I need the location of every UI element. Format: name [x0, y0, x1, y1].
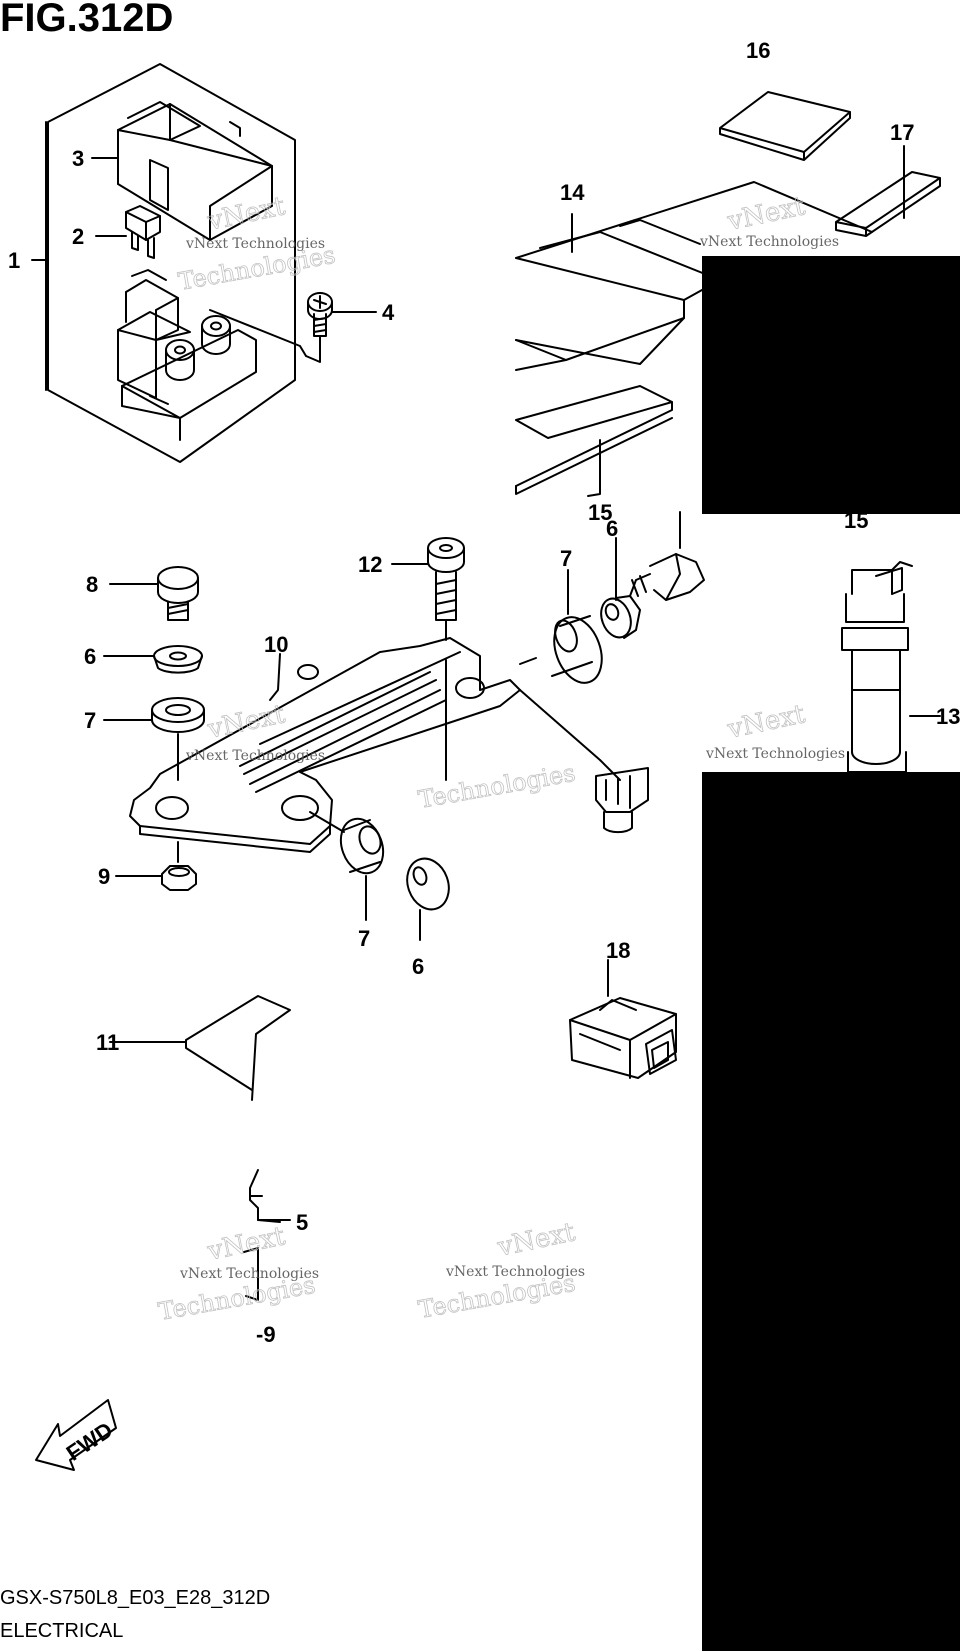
connector-18 — [569, 959, 677, 1079]
callout-6-left: 6 — [84, 644, 96, 669]
callout-2: 2 — [72, 224, 84, 249]
callout-7-left: 7 — [84, 708, 96, 733]
callout-15-left: 15 — [588, 500, 612, 525]
washer-6-top — [600, 595, 641, 639]
screw-4 — [305, 292, 333, 363]
watermark-top-right-2: vNext Technologies — [699, 234, 839, 250]
grommet-7-top — [519, 615, 603, 684]
callout-17: 17 — [890, 120, 914, 145]
model-code: GSX-S750L8_E03_E28_312D — [0, 1587, 271, 1609]
section-name: ELECTRICAL — [0, 1620, 124, 1642]
callout-4: 4 — [382, 300, 395, 325]
redaction-block-top — [702, 256, 960, 514]
sensor-13 — [841, 561, 941, 773]
assembly-frame-1 — [47, 63, 296, 463]
pad-16 — [719, 91, 851, 161]
callout-16: 16 — [746, 38, 770, 63]
callout-10: 10 — [264, 632, 288, 657]
ecm-14 — [515, 181, 873, 371]
bracket-10 — [129, 637, 621, 853]
watermark-mid-right-2: vNext Technologies — [705, 746, 845, 762]
callout-7-top: 7 — [560, 546, 572, 571]
figure-title: FIG.312D — [0, 0, 174, 40]
collar — [595, 767, 649, 834]
callout-6-mid: 6 — [412, 954, 424, 979]
callout-3: 3 — [72, 146, 84, 171]
fuse-2 — [125, 205, 161, 259]
callout-6-top: 6 — [606, 516, 618, 541]
callout-9-left: 9 — [98, 864, 110, 889]
callout-11: 11 — [96, 1030, 119, 1055]
fwd-arrow-icon: FWD — [35, 1399, 117, 1471]
washer-6-left — [153, 645, 203, 674]
grommet-7-left — [151, 697, 205, 781]
callout-12: 12 — [358, 552, 382, 577]
callout-8: 8 — [86, 572, 98, 597]
callout-13: 13 — [936, 704, 960, 729]
callout-5: 5 — [296, 1210, 308, 1235]
watermark-bottom-left-2: vNext Technologies — [179, 1266, 319, 1282]
callout-14: 14 — [560, 180, 585, 205]
strip-17 — [835, 171, 941, 237]
watermark-mid-center: Technologies — [416, 759, 577, 814]
pad-11 — [185, 995, 291, 1101]
watermark-top-right-1: vNext — [724, 191, 808, 237]
starter-relay-body — [117, 269, 307, 441]
watermark-bottom-center-2: vNext Technologies — [445, 1264, 585, 1280]
leader-lines — [31, 121, 905, 1221]
watermark-bottom-left-1: vNext — [204, 1221, 288, 1267]
washer-6-mid — [406, 857, 450, 941]
watermark-mid-left-1: vNext — [204, 699, 288, 745]
bolt-8 — [157, 566, 199, 621]
redaction-block-bottom — [702, 772, 960, 1651]
bolt-12 — [427, 537, 465, 781]
watermark-bottom-center-1: vNext — [494, 1217, 578, 1263]
callout-18: 18 — [606, 938, 630, 963]
relay-cover-3 — [117, 101, 273, 241]
nut-9-bottom — [243, 1247, 259, 1301]
watermark-top-left-2: vNext Technologies — [185, 236, 325, 252]
bolt-top-right — [629, 511, 705, 601]
callout-7-mid: 7 — [358, 926, 370, 951]
watermark-mid-left-2: vNext Technologies — [185, 748, 325, 764]
watermark-mid-right-1: vNext — [724, 699, 808, 745]
nut-9 — [161, 841, 197, 891]
callout-numbers: 1 2 3 4 5 6 6 6 7 7 7 8 9 -9 10 11 12 13… — [8, 38, 960, 1347]
grommet-7-mid — [309, 811, 385, 921]
pad-15 — [515, 385, 673, 497]
bracket-5 — [249, 1169, 281, 1223]
callout-9-bottom: -9 — [256, 1322, 276, 1347]
watermark-top-left-1: vNext — [204, 191, 288, 237]
callout-1: 1 — [8, 248, 20, 273]
